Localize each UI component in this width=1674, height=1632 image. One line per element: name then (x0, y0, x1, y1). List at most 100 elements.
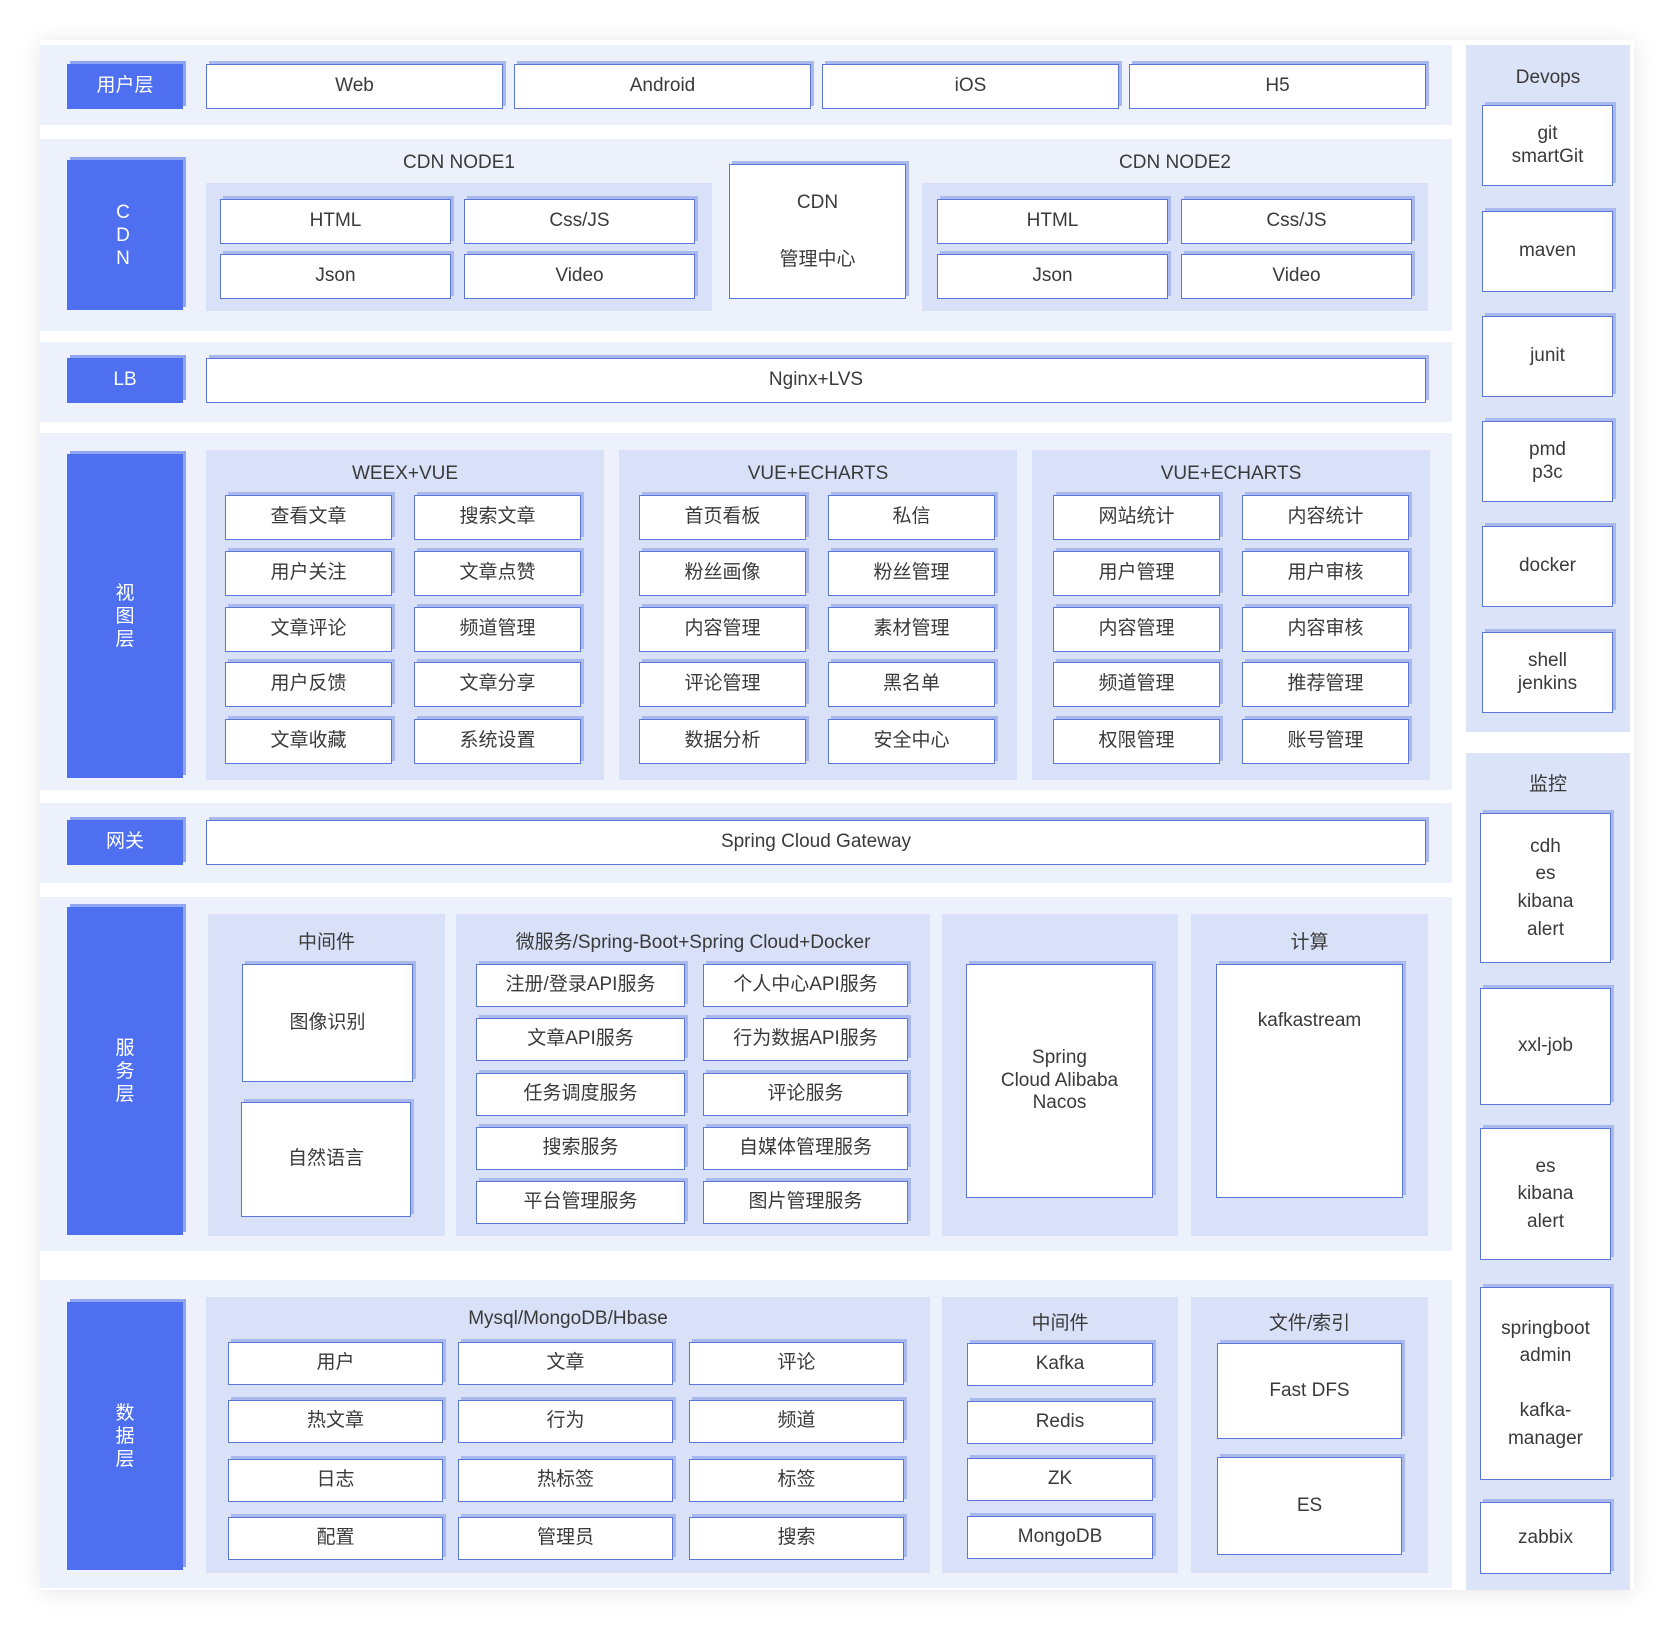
micro-service-item: 平台管理服务 (476, 1181, 685, 1224)
db-table-item: 标签 (689, 1459, 904, 1502)
micro-service-item: 搜索服务 (476, 1127, 685, 1170)
service-micro-title: 微服务/Spring-Boot+Spring Cloud+Docker (515, 932, 871, 953)
image-recognition: 图像识别 (242, 964, 413, 1082)
cdn-center-line1: CDN (796, 191, 839, 213)
view-weex-item: 文章收藏 (225, 719, 392, 764)
view-weex-item: 系统设置 (414, 719, 581, 764)
cdn-node1-title: CDN NODE1 (403, 152, 515, 173)
client-h5: H5 (1129, 64, 1426, 109)
cdn-node2-cssjs: Css/JS (1181, 199, 1412, 244)
db-table-item: 热文章 (228, 1400, 443, 1443)
micro-service-item: 任务调度服务 (476, 1073, 685, 1116)
cdn-node1-cssjs: Css/JS (464, 199, 695, 244)
monitor-title: 监控 (1528, 774, 1567, 795)
view-echarts2-item: 内容审核 (1242, 607, 1409, 652)
micro-service-item: 评论服务 (703, 1073, 908, 1116)
cdn-node2-json: Json (937, 254, 1168, 299)
user-layer-label: 用户层 (67, 64, 183, 109)
devops-tool: pmd p3c (1482, 421, 1613, 502)
view-echarts2-item: 用户管理 (1053, 551, 1220, 596)
cdn-node2-title: CDN NODE2 (1119, 152, 1231, 173)
db-table-item: 热标签 (458, 1459, 673, 1502)
db-table-item: 搜索 (689, 1517, 904, 1560)
files-fastdfs: Fast DFS (1217, 1343, 1402, 1439)
monitor-tool: cdh es kibana alert (1480, 813, 1611, 963)
view-group-weex-title: WEEX+VUE (351, 463, 459, 484)
data-db-title: Mysql/MongoDB/Hbase (468, 1308, 668, 1329)
view-echarts1-item: 粉丝画像 (639, 551, 806, 596)
middleware-kafka: Kafka (967, 1343, 1153, 1386)
kafkastream-box: kafkastream (1216, 964, 1403, 1198)
view-group-echarts-2-title: VUE+ECHARTS (1160, 463, 1302, 484)
db-table-item: 配置 (228, 1517, 443, 1560)
service-layer-label: 服务层 (67, 907, 183, 1235)
db-table-item: 用户 (228, 1342, 443, 1385)
cdn-node1-video: Video (464, 254, 695, 299)
view-layer-label: 视图层 (67, 454, 183, 778)
view-weex-item: 频道管理 (414, 607, 581, 652)
devops-tool: docker (1482, 526, 1613, 607)
db-table-item: 频道 (689, 1400, 904, 1443)
nacos-box: Spring Cloud Alibaba Nacos (966, 964, 1153, 1198)
view-echarts1-item: 安全中心 (828, 719, 995, 764)
natural-language: 自然语言 (241, 1102, 411, 1217)
view-echarts2-item: 内容管理 (1053, 607, 1220, 652)
cdn-node1-json: Json (220, 254, 451, 299)
cdn-node2-html: HTML (937, 199, 1168, 244)
view-echarts2-item: 网站统计 (1053, 495, 1220, 540)
cdn-node2-video: Video (1181, 254, 1412, 299)
view-weex-item: 搜索文章 (414, 495, 581, 540)
data-files-title: 文件/索引 (1268, 1313, 1351, 1334)
view-echarts2-item: 频道管理 (1053, 662, 1220, 707)
view-group-echarts-1-title: VUE+ECHARTS (747, 463, 889, 484)
cdn-layer-label: CDN (67, 160, 183, 310)
micro-service-item: 注册/登录API服务 (476, 964, 685, 1007)
monitor-tool: es kibana alert (1480, 1128, 1611, 1260)
micro-service-item: 图片管理服务 (703, 1181, 908, 1224)
view-echarts1-item: 内容管理 (639, 607, 806, 652)
cdn-center-line2: 管理中心 (779, 248, 856, 270)
db-table-item: 日志 (228, 1459, 443, 1502)
db-table-item: 行为 (458, 1400, 673, 1443)
spring-cloud-gateway: Spring Cloud Gateway (206, 820, 1426, 865)
monitor-tool: zabbix (1480, 1502, 1611, 1574)
middleware-redis: Redis (967, 1401, 1153, 1444)
micro-service-item: 文章API服务 (476, 1018, 685, 1061)
devops-title: Devops (1515, 67, 1581, 88)
view-echarts1-item: 粉丝管理 (828, 551, 995, 596)
db-table-item: 文章 (458, 1342, 673, 1385)
db-table-item: 管理员 (458, 1517, 673, 1560)
cdn-management-center: CDN 管理中心 (729, 164, 906, 299)
view-echarts2-item: 用户审核 (1242, 551, 1409, 596)
monitor-tool: xxl-job (1480, 988, 1611, 1105)
micro-service-item: 个人中心API服务 (703, 964, 908, 1007)
view-echarts2-item: 账号管理 (1242, 719, 1409, 764)
view-echarts1-item: 评论管理 (639, 662, 806, 707)
gateway-layer-label: 网关 (67, 820, 183, 865)
view-echarts2-item: 内容统计 (1242, 495, 1409, 540)
client-ios: iOS (822, 64, 1119, 109)
devops-tool: junit (1482, 316, 1613, 397)
nginx-lvs: Nginx+LVS (206, 358, 1426, 403)
view-echarts1-item: 私信 (828, 495, 995, 540)
db-table-item: 评论 (689, 1342, 904, 1385)
view-weex-item: 查看文章 (225, 495, 392, 540)
service-compute-title: 计算 (1290, 932, 1329, 953)
view-echarts2-item: 推荐管理 (1242, 662, 1409, 707)
lb-layer-label: LB (67, 358, 183, 403)
view-weex-item: 用户关注 (225, 551, 392, 596)
cdn-node1-html: HTML (220, 199, 451, 244)
data-layer-label: 数据层 (67, 1302, 183, 1570)
devops-tool: git smartGit (1482, 105, 1613, 186)
view-echarts1-item: 数据分析 (639, 719, 806, 764)
view-echarts2-item: 权限管理 (1053, 719, 1220, 764)
micro-service-item: 行为数据API服务 (703, 1018, 908, 1061)
micro-service-item: 自媒体管理服务 (703, 1127, 908, 1170)
view-weex-item: 用户反馈 (225, 662, 392, 707)
client-web: Web (206, 64, 503, 109)
middleware-zk: ZK (967, 1458, 1153, 1501)
client-android: Android (514, 64, 811, 109)
files-es: ES (1217, 1457, 1402, 1555)
view-echarts1-item: 首页看板 (639, 495, 806, 540)
view-weex-item: 文章点赞 (414, 551, 581, 596)
